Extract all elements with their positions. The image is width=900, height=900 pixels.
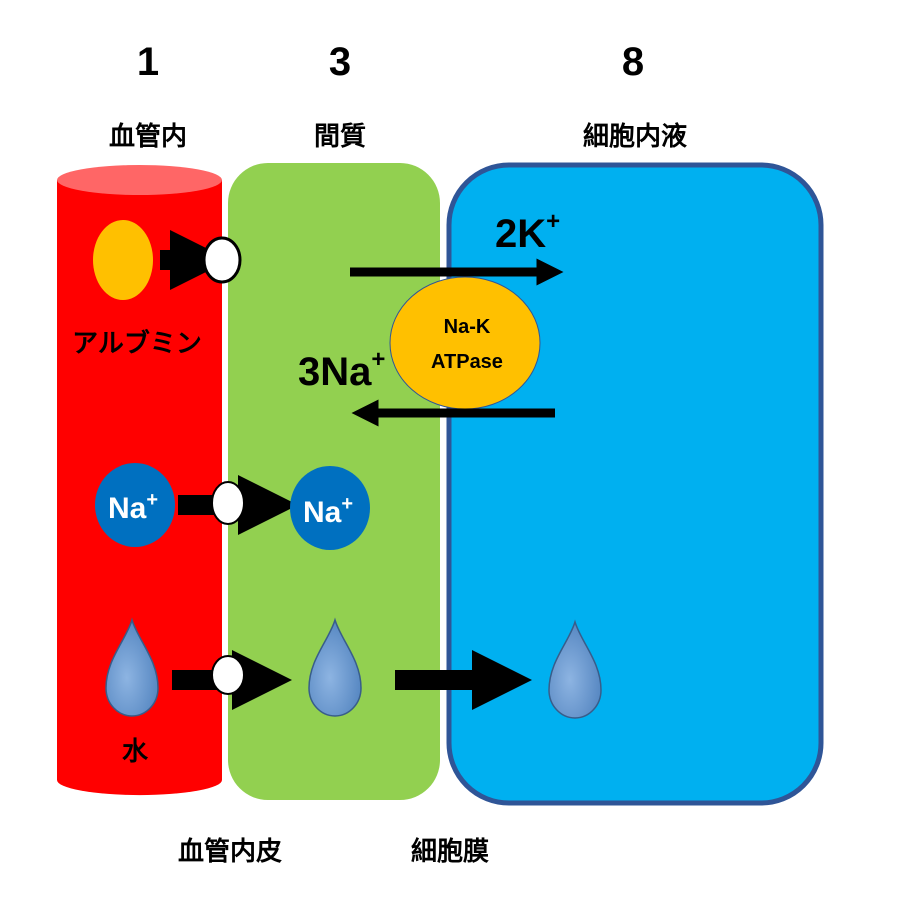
endothelial-pore	[211, 481, 245, 525]
intracellular-ratio: 8	[622, 40, 644, 84]
pump-label-1: Na-K	[444, 316, 491, 338]
potassium-flux-label: 2K+	[495, 208, 560, 256]
intracellular-cell	[446, 162, 824, 806]
sodium-label-vessel: Na+	[108, 489, 158, 525]
vessel-ratio: 1	[137, 40, 159, 84]
sodium-label-interstitium: Na+	[303, 493, 353, 529]
water-drop-icon	[548, 619, 602, 719]
cell-membrane-label: 細胞膜	[411, 836, 489, 866]
albumin-label: アルブミン	[72, 328, 202, 358]
interstitium-ratio: 3	[329, 40, 351, 84]
albumin-molecule	[93, 220, 153, 300]
water-drop-icon	[105, 617, 159, 717]
na-k-atpase	[389, 276, 541, 410]
interstitium-label: 間質	[314, 121, 366, 151]
sodium-ion-interstitium	[290, 466, 370, 550]
water-drop-icon	[308, 617, 362, 717]
water-label: 水	[122, 736, 149, 766]
endothelial-pore	[202, 236, 242, 284]
intracellular-label: 細胞内液	[583, 121, 687, 151]
sodium-ion-vessel	[95, 463, 175, 547]
sodium-flux-label: 3Na+	[298, 346, 385, 394]
pump-label-2: ATPase	[431, 351, 503, 373]
endothelial-pore	[211, 655, 245, 695]
endothelium-label: 血管内皮	[178, 836, 282, 866]
vessel-label: 血管内	[109, 121, 187, 151]
